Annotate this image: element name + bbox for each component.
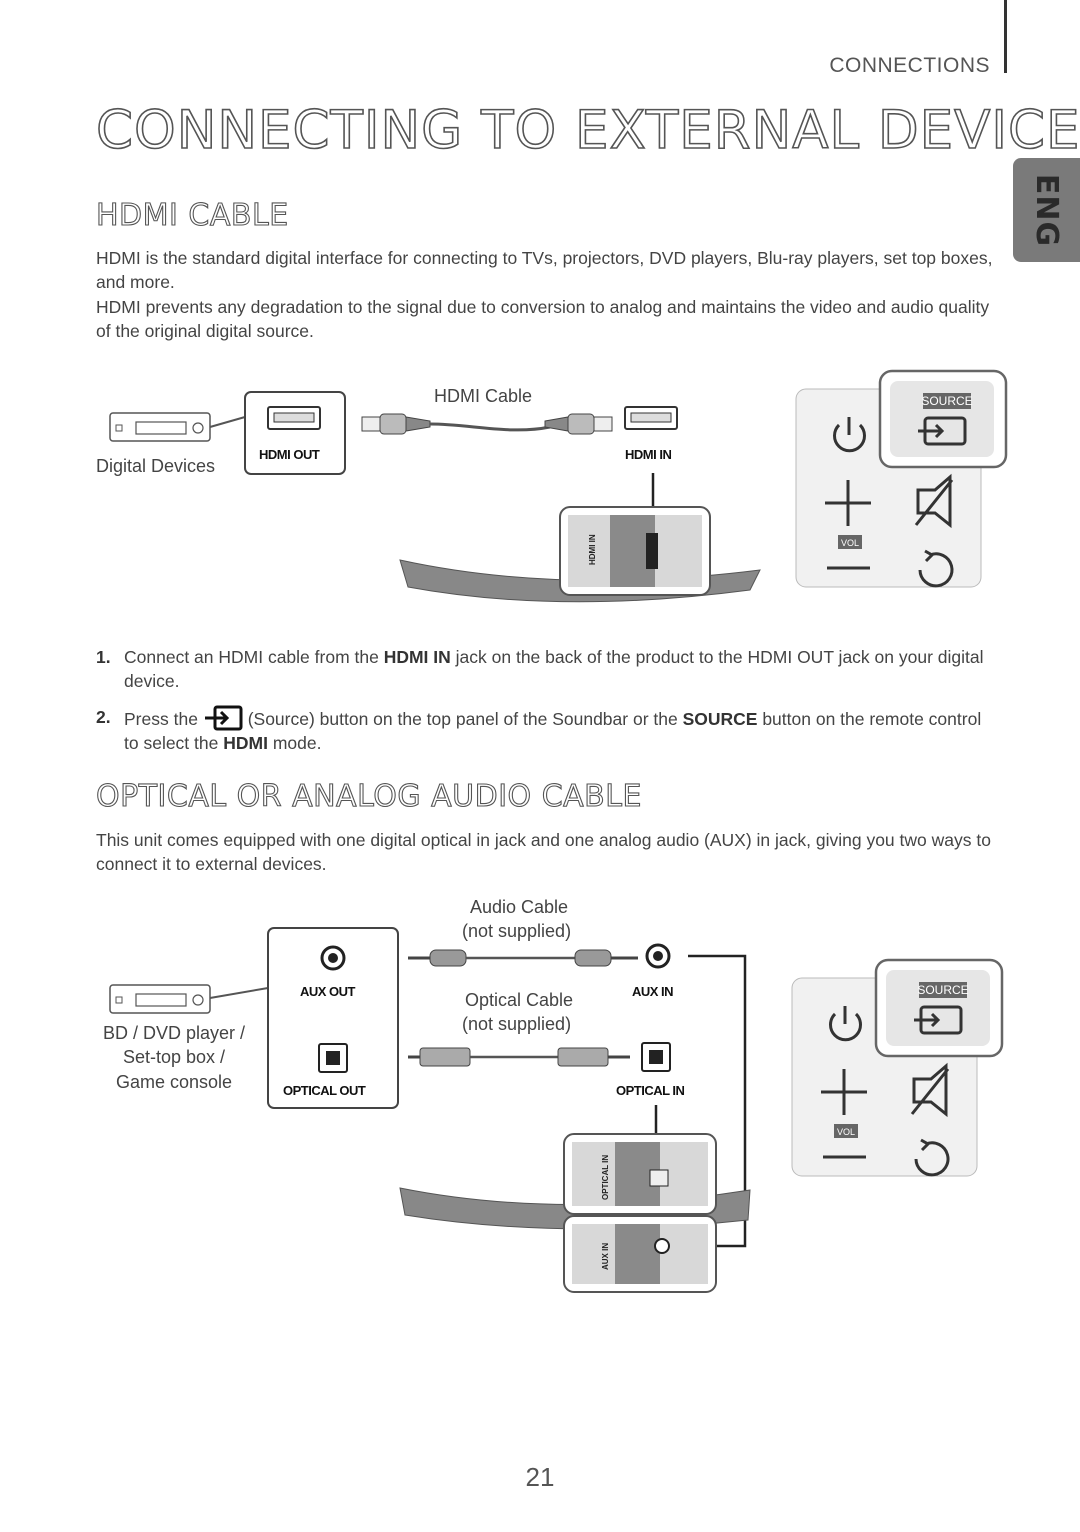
digital-devices-label: Digital Devices	[96, 456, 216, 476]
power-icon	[833, 417, 866, 453]
hdmi-step-2: 2. Press the (Source) button on the top …	[96, 705, 1001, 753]
optical-cable-note: (not supplied)	[462, 1014, 572, 1034]
remote-control-image: SOURCE VOL	[795, 369, 1008, 588]
section-label: CONNECTIONS	[829, 54, 990, 77]
page-number: 21	[525, 1462, 555, 1492]
output-ports-box	[267, 927, 399, 1109]
source-button-icon	[918, 416, 967, 446]
aux-out-label: AUX OUT	[300, 984, 356, 999]
step-bold: HDMI IN	[383, 647, 451, 667]
language-tab: ENG	[1013, 158, 1080, 262]
step-text: jack on the back of the product to the H…	[124, 647, 984, 691]
audio-cable-label: Audio Cable	[470, 897, 569, 917]
hdmi-heading: HDMI CABLE	[95, 197, 289, 233]
hdmi-connection-diagram: HDMI IN SOURCE VOL	[109, 369, 1008, 603]
power-icon-2	[829, 1006, 862, 1042]
source-icon	[204, 705, 243, 731]
remote-vol-label: VOL	[841, 538, 859, 548]
hdmi-step-1: 1. Connect an HDMI cable from the HDMI I…	[96, 645, 1001, 691]
aux-in-label: AUX IN	[632, 984, 674, 999]
hdmi-paragraph-2: HDMI prevents any degradation to the sig…	[96, 297, 990, 341]
bd-dvd-player-icon	[109, 984, 211, 1014]
optical-cable-icon	[408, 1047, 630, 1067]
back-panel-optical-label: OPTICAL IN	[601, 1155, 610, 1200]
remote-source-label: SOURCE	[921, 394, 972, 408]
optical-cable-label: Optical Cable	[465, 990, 574, 1010]
remote-vol-label-2: VOL	[837, 1127, 855, 1137]
step-text: Connect an HDMI cable from the	[124, 647, 384, 667]
optical-connection-diagram: OPTICAL IN AUX IN SOURCE VOL	[109, 927, 1004, 1293]
audio-cable-note: (not supplied)	[462, 921, 572, 941]
step-bold: SOURCE	[682, 709, 758, 729]
plus-icon	[825, 480, 871, 526]
device-label-line-2: Set-top box /	[122, 1047, 226, 1067]
optical-out-label: OPTICAL OUT	[283, 1083, 366, 1098]
optical-in-label: OPTICAL IN	[616, 1083, 685, 1098]
audio-cable-icon	[408, 949, 638, 967]
hdmi-cable-icon	[361, 413, 613, 435]
repeat-icon-2	[914, 1138, 950, 1177]
step-bold: HDMI	[223, 733, 268, 753]
step-number: 1.	[96, 647, 111, 667]
step-text: mode.	[267, 733, 322, 753]
mute-icon-2	[910, 1062, 950, 1118]
step-number: 2.	[96, 707, 111, 727]
remote-source-label-2: SOURCE	[917, 983, 968, 997]
plus-icon-2	[821, 1069, 867, 1115]
repeat-icon	[918, 549, 954, 588]
back-panel-hdmi-label: HDMI IN	[588, 534, 597, 565]
language-tab-label: ENG	[1029, 173, 1065, 247]
remote-control-image-2: SOURCE VOL	[791, 958, 1004, 1177]
page-title: CONNECTING TO EXTERNAL DEVICES	[95, 99, 1080, 162]
device-label-line-3: Game console	[115, 1072, 233, 1092]
optical-paragraph: This unit comes equipped with one digita…	[96, 830, 991, 874]
hdmi-paragraph-1: HDMI is the standard digital interface f…	[96, 248, 993, 292]
device-label-line-1: BD / DVD player /	[102, 1023, 246, 1043]
hdmi-cable-label: HDMI Cable	[434, 386, 533, 406]
source-button-icon-2	[914, 1005, 963, 1035]
optical-heading: OPTICAL OR ANALOG AUDIO CABLE	[95, 778, 642, 814]
step-text: button on the remote control to select t…	[124, 709, 982, 753]
mute-icon	[914, 473, 954, 529]
digital-device-icon	[109, 412, 211, 442]
step-text: Press the	[124, 709, 198, 729]
hdmi-in-label: HDMI IN	[625, 447, 672, 462]
hdmi-out-label: HDMI OUT	[259, 447, 320, 462]
step-text: (Source) button on the top panel of the …	[247, 709, 683, 729]
back-panel-aux-label: AUX IN	[601, 1243, 610, 1270]
header-rule	[1004, 0, 1007, 73]
